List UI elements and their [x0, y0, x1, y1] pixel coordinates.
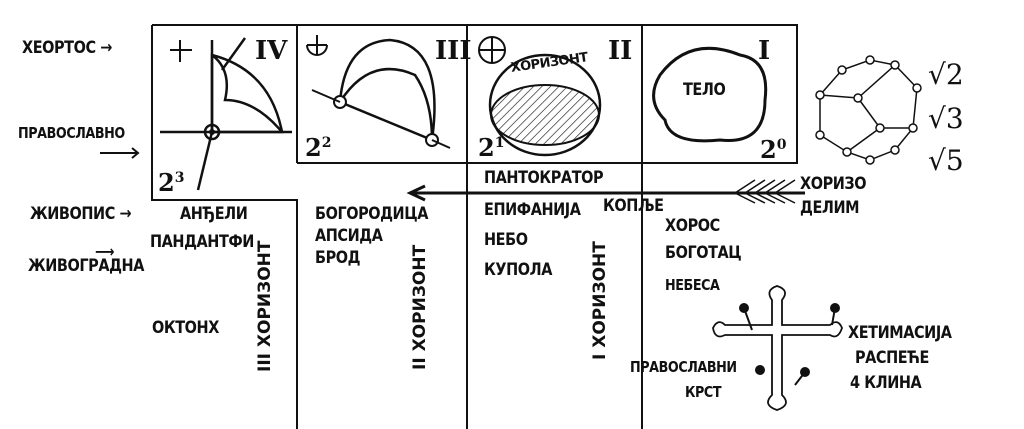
- axes-arrows: [160, 37, 292, 191]
- vertical-iii-horizont: III ХОРИЗОНТ: [255, 240, 275, 373]
- word-bogorodica: БОГОРОДИЦА: [315, 204, 428, 224]
- arrow-label-delim: ДЕЛИМ: [800, 198, 860, 218]
- cross-semicircle-iii: [306, 35, 328, 56]
- dome: [488, 53, 602, 157]
- word-angeli: АНЂЕЛИ: [180, 204, 248, 224]
- word-nebesa: НЕБЕСА: [665, 276, 720, 294]
- vertical-i-horizont: I ХОРИЗОНТ: [590, 241, 610, 360]
- cross-label-hetimasija: ХЕТИМАСИЈА: [848, 323, 952, 343]
- word-oktonh: ОКТОНХ: [152, 318, 219, 338]
- label-zhivogradna: ЖИВОГРАДНА: [28, 256, 144, 276]
- numeral-iv: IV: [255, 36, 288, 66]
- numeral-i: I: [758, 36, 771, 66]
- numeral-iii: III: [435, 36, 472, 66]
- root-5: √5: [928, 144, 964, 177]
- label-zhivopis: ЖИВОПИС →: [30, 204, 132, 224]
- cross-symbol-iv: [170, 40, 192, 62]
- root-2: √2: [928, 58, 964, 91]
- word-kupola: КУПОЛА: [484, 260, 552, 280]
- label-pravoslavno: ПРАВОСЛАВНО: [18, 124, 125, 142]
- half-dome: [338, 38, 436, 142]
- cross-label-krst: КРСТ: [685, 383, 722, 401]
- arrow-icon: ⟶: [95, 242, 115, 261]
- word-nebo: НЕБО: [484, 230, 528, 250]
- word-horos: ХОРОС: [665, 216, 720, 236]
- body-blob: [652, 46, 768, 143]
- main-arrow: [406, 184, 805, 202]
- word-kople: КОПЉЕ: [603, 196, 664, 216]
- word-pandantfi: ПАНДАНТФИ: [150, 232, 254, 252]
- power-2-1: 21: [478, 133, 505, 162]
- word-brod: БРОД: [315, 248, 361, 268]
- vertical-ii-horizont: II ХОРИЗОНТ: [410, 244, 430, 370]
- root-3: √3: [928, 102, 964, 135]
- frame: [151, 24, 798, 429]
- arrow-label-horizo: ХОРИЗО: [800, 174, 867, 194]
- label-heortos: ХЕОРТОС →: [22, 38, 112, 58]
- power-2-2: 22: [305, 133, 332, 162]
- word-pantokrator: ПАНТОКРАТОР: [484, 168, 604, 188]
- word-epifanija: ЕПИФАНИЈА: [484, 200, 581, 220]
- cross-icon: [712, 285, 843, 411]
- numeral-ii: II: [608, 36, 633, 66]
- arrow-icon: [100, 147, 140, 159]
- word-apsida: АПСИДА: [315, 226, 383, 246]
- cross-label-raspece: РАСПЕЋЕ: [855, 348, 929, 368]
- power-2-3: 23: [158, 168, 185, 197]
- blob-label-telo: ТЕЛО: [683, 80, 726, 100]
- power-2-0: 20: [760, 135, 787, 164]
- dodecahedron: [815, 55, 922, 165]
- cross-label-pravoslavni: ПРАВОСЛАВНИ: [630, 358, 737, 376]
- quarter-dome: [210, 53, 284, 134]
- word-bogotac: БОГОТАЦ: [665, 243, 742, 263]
- feather-hatch: [734, 179, 796, 204]
- cross-label-4-klina: 4 КЛИНА: [850, 373, 922, 393]
